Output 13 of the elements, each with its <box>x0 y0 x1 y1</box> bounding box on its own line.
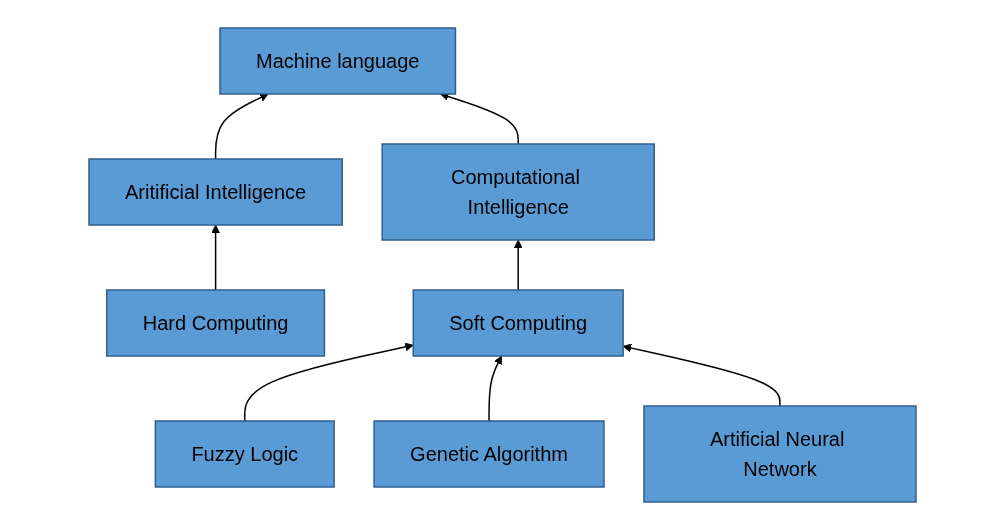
node-box: Aritificial Intelligence <box>88 158 343 226</box>
arrow <box>513 239 523 291</box>
node-box: Artificial Neural Network <box>643 405 917 503</box>
arrow <box>488 355 503 422</box>
arrow <box>244 342 414 422</box>
node-box: Genetic Algorithm <box>373 420 605 488</box>
arrow <box>211 224 220 291</box>
node-box: Machine language <box>219 27 457 95</box>
node-box: Soft Computing <box>412 289 624 357</box>
node-box: Fuzzy Logic <box>154 420 335 488</box>
node-box: Hard Computing <box>106 289 326 357</box>
arrow <box>214 93 269 160</box>
node-box: Computational Intelligence <box>381 143 655 241</box>
